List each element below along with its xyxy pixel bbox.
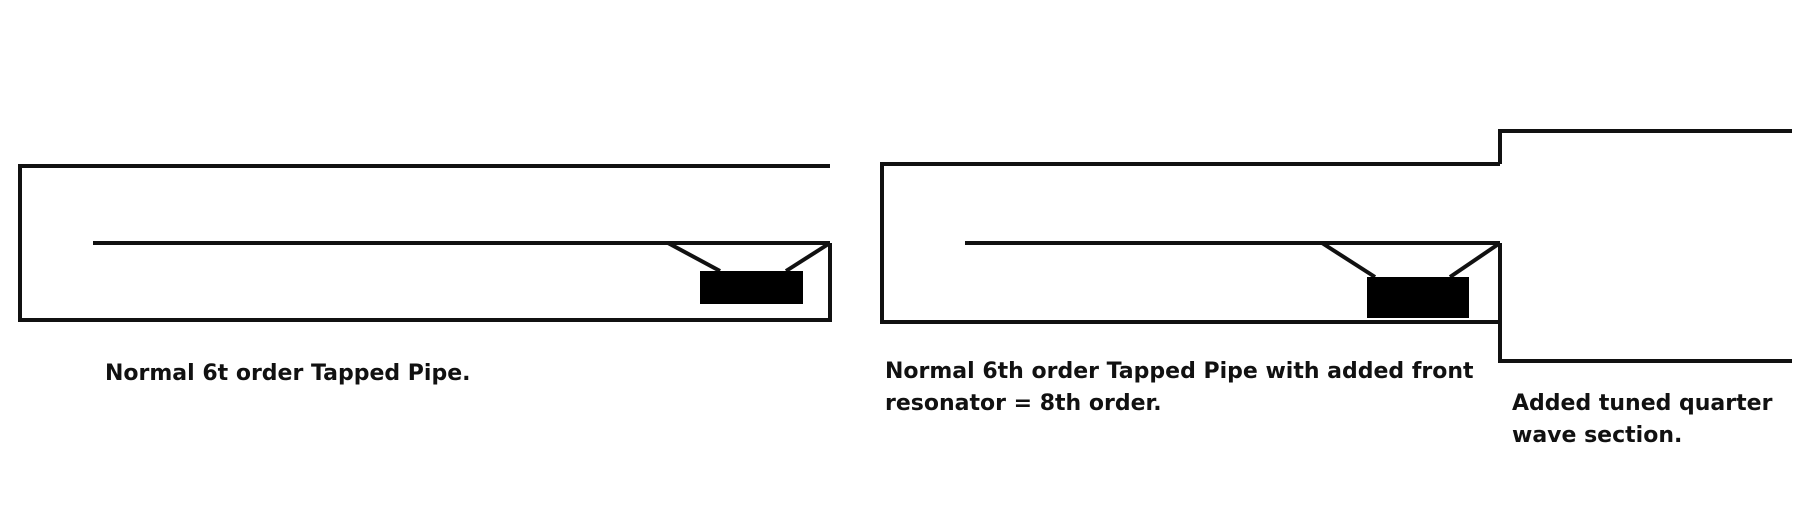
caption-quarter-wave-line1: Added tuned quarter [1512, 391, 1773, 416]
middle-pipe-enclosure [880, 162, 1502, 324]
middle-driver-magnet [1367, 277, 1469, 318]
quarter-wave-section [1498, 129, 1792, 363]
middle-tapped-pipe [880, 162, 1502, 324]
caption-normal-tapped-pipe: Normal 6t order Tapped Pipe. [105, 361, 471, 386]
quarter-wave-top-wall [1498, 129, 1792, 164]
caption-front-resonator-line2: resonator = 8th order. [885, 391, 1162, 416]
left-pipe-enclosure [18, 164, 832, 322]
left-tapped-pipe [18, 164, 832, 322]
left-driver-cone-right [784, 241, 832, 273]
quarter-wave-bottom-wall [1498, 322, 1792, 363]
middle-driver-cone-right [1448, 241, 1502, 279]
left-driver-cone-left [667, 241, 721, 273]
caption-front-resonator-line1: Normal 6th order Tapped Pipe with added … [885, 359, 1474, 384]
caption-quarter-wave-line2: wave section. [1512, 423, 1683, 448]
middle-driver-cone-left [1320, 241, 1377, 279]
left-driver-magnet [700, 271, 803, 304]
